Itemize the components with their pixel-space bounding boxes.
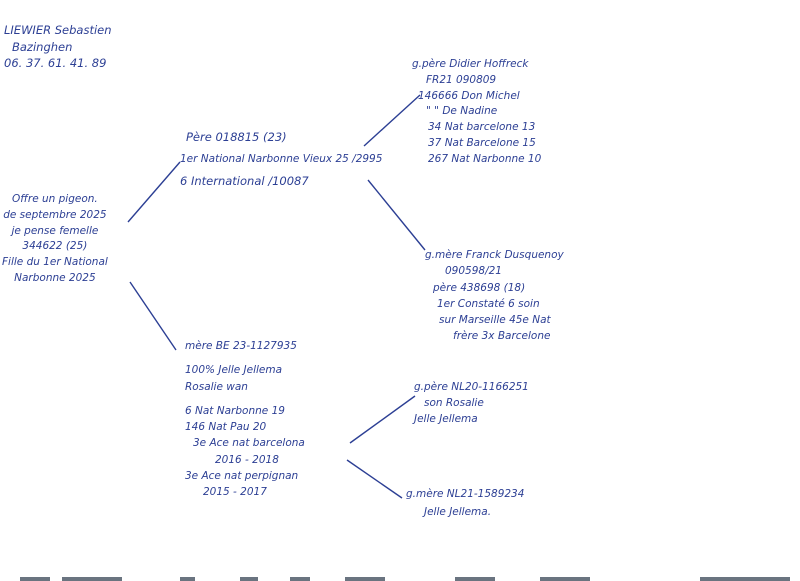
dam-result: 3e Ace nat perpignan	[185, 469, 299, 482]
granddam-line: 090598/21	[445, 265, 502, 278]
line-subject-to-sire	[127, 161, 181, 223]
grandsire-line: 146666 Don Michel	[418, 89, 520, 102]
subject-line: je pense femelle	[11, 224, 99, 237]
grandsire-maternal-block: g.père NL20-1166251 son Rosalie Jelle Je…	[414, 380, 529, 427]
dam-result: 2015 - 2017	[203, 486, 267, 499]
subject-line: Fille du 1er National	[2, 256, 108, 268]
granddam-line: 1er Constaté 6 soin	[437, 297, 540, 310]
line-dam-to-granddam	[346, 459, 403, 499]
owner-info: LIEWIER Sebastien Bazinghen 06. 37. 61. …	[4, 22, 112, 72]
granddam-line: frère 3x Barcelone	[453, 330, 551, 343]
subject-pigeon: Offre un pigeon. de septembre 2025 je pe…	[2, 192, 108, 287]
granddam-ring: g.mère Franck Dusquenoy	[425, 249, 564, 261]
dam-result: 3e Ace nat barcelona	[193, 437, 305, 450]
subject-line: de septembre 2025	[3, 208, 107, 221]
dam-result: 2016 - 2018	[215, 453, 279, 466]
dam-result: 146 Nat Pau 20	[185, 421, 267, 434]
sire-result: 1er National Narbonne Vieux 25 /2995	[180, 153, 383, 165]
grandsire-line: " " De Nadine	[426, 105, 498, 118]
line-dam-to-grandsire	[349, 395, 416, 444]
grandsire-result: 267 Nat Narbonne 10	[428, 152, 542, 165]
line-subject-to-dam	[129, 281, 177, 351]
subject-line: Narbonne 2025	[14, 271, 96, 284]
granddam-paternal-block: g.mère Franck Dusquenoy 090598/21 père 4…	[425, 247, 564, 345]
dam-result: 6 Nat Narbonne 19	[185, 404, 285, 417]
granddam-maternal-block: g.mère NL21-1589234 Jelle Jellema.	[406, 486, 524, 522]
line-sire-to-grandsire	[363, 94, 421, 147]
granddam-line: père 438698 (18)	[433, 281, 526, 294]
sire-result: 6 International /10087	[180, 174, 309, 188]
sire-block: Père 018815 (23) 1er National Narbonne V…	[180, 126, 382, 193]
sire-ring: Père 018815 (23)	[186, 130, 287, 144]
dam-line: Rosalie wan	[185, 380, 248, 393]
grandsire-line: Jelle Jellema	[414, 412, 478, 425]
dam-ring: mère BE 23-1127935	[185, 340, 297, 352]
subject-ring: 344622 (25)	[22, 240, 88, 253]
grandsire-paternal-block: g.père Didier Hoffreck FR21 090809 14666…	[412, 57, 541, 167]
granddam-ring: g.mère NL21-1589234	[406, 488, 525, 500]
grandsire-ring: g.père Didier Hoffreck	[412, 58, 529, 70]
dam-block: mère BE 23-1127935 100% Jelle Jellema Ro…	[185, 338, 305, 500]
granddam-line: sur Marseille 45e Nat	[439, 314, 551, 327]
grandsire-result: 37 Nat Barcelone 15	[428, 136, 536, 149]
grandsire-line: son Rosalie	[424, 396, 484, 409]
line-sire-to-granddam	[367, 179, 426, 251]
grandsire-ring: g.père NL20-1166251	[414, 381, 529, 393]
granddam-line: Jelle Jellema.	[424, 505, 492, 518]
grandsire-line: FR21 090809	[426, 73, 497, 86]
subject-line: Offre un pigeon.	[12, 193, 98, 205]
grandsire-result: 34 Nat barcelone 13	[428, 121, 536, 133]
dam-line: 100% Jelle Jellema	[185, 364, 283, 377]
owner-town: Bazinghen	[12, 39, 73, 54]
owner-phone: 06. 37. 61. 41. 89	[4, 56, 107, 71]
owner-name: LIEWIER Sebastien	[4, 23, 112, 37]
